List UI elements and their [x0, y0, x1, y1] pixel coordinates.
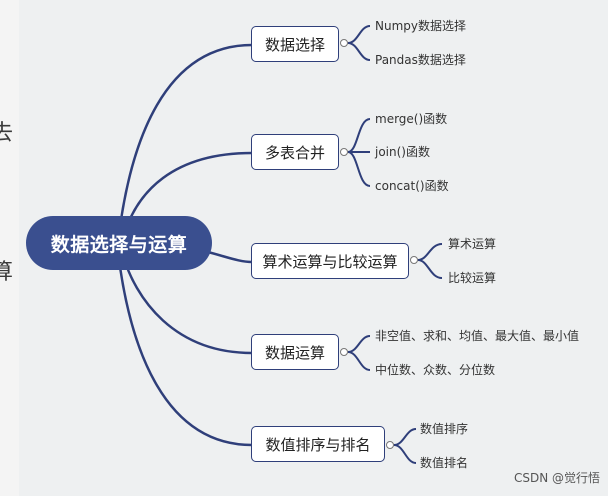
connector-topic-leaf [347, 42, 371, 61]
connector-topic-leaf [347, 118, 371, 153]
connector-topic-leaf [417, 243, 443, 261]
collapse-toggle-icon[interactable] [386, 441, 394, 449]
root-node[interactable]: 数据选择与运算 [26, 216, 212, 270]
edge-glyph: 算 [0, 260, 14, 285]
connector-topic-leaf [347, 151, 371, 187]
leaf-node[interactable]: merge()函数 [375, 112, 448, 126]
topic-node[interactable]: 多表合并 [251, 134, 339, 170]
collapse-toggle-icon[interactable] [410, 256, 418, 264]
connector-topic-leaf [393, 428, 417, 446]
leaf-node[interactable]: 数值排序 [420, 422, 469, 436]
topic-node[interactable]: 数据选择 [251, 26, 339, 62]
connector-topic-leaf [347, 25, 371, 44]
connector-topic-leaf [417, 259, 443, 279]
connector-topic-leaf [347, 335, 371, 353]
collapse-toggle-icon[interactable] [340, 39, 348, 47]
left-edge-strip: 去 算 [0, 0, 19, 496]
connector-root-topic [116, 43, 253, 243]
topic-node[interactable]: 数据运算 [251, 334, 339, 370]
topic-node[interactable]: 算术运算与比较运算 [251, 243, 409, 279]
collapse-toggle-icon[interactable] [340, 148, 348, 156]
collapse-toggle-icon[interactable] [340, 348, 348, 356]
connector-root-topic [116, 251, 253, 447]
leaf-node[interactable]: concat()函数 [375, 179, 449, 193]
leaf-node[interactable]: 算术运算 [448, 237, 497, 251]
leaf-node[interactable]: join()函数 [375, 145, 430, 159]
leaf-node[interactable]: 数值排名 [420, 456, 469, 470]
watermark: CSDN @觉行悟 [513, 471, 600, 485]
topic-node[interactable]: 数值排序与排名 [251, 426, 385, 462]
leaf-node[interactable]: Pandas数据选择 [375, 53, 466, 67]
leaf-node[interactable]: 比较运算 [448, 271, 497, 285]
connector-topic-leaf [347, 351, 371, 371]
edge-glyph: 去 [0, 121, 14, 146]
leaf-node[interactable]: Numpy数据选择 [375, 19, 466, 33]
leaf-node[interactable]: 中位数、众数、分位数 [375, 363, 496, 377]
connector-topic-leaf [393, 444, 417, 464]
leaf-node[interactable]: 非空值、求和、均值、最大值、最小值 [375, 329, 580, 343]
